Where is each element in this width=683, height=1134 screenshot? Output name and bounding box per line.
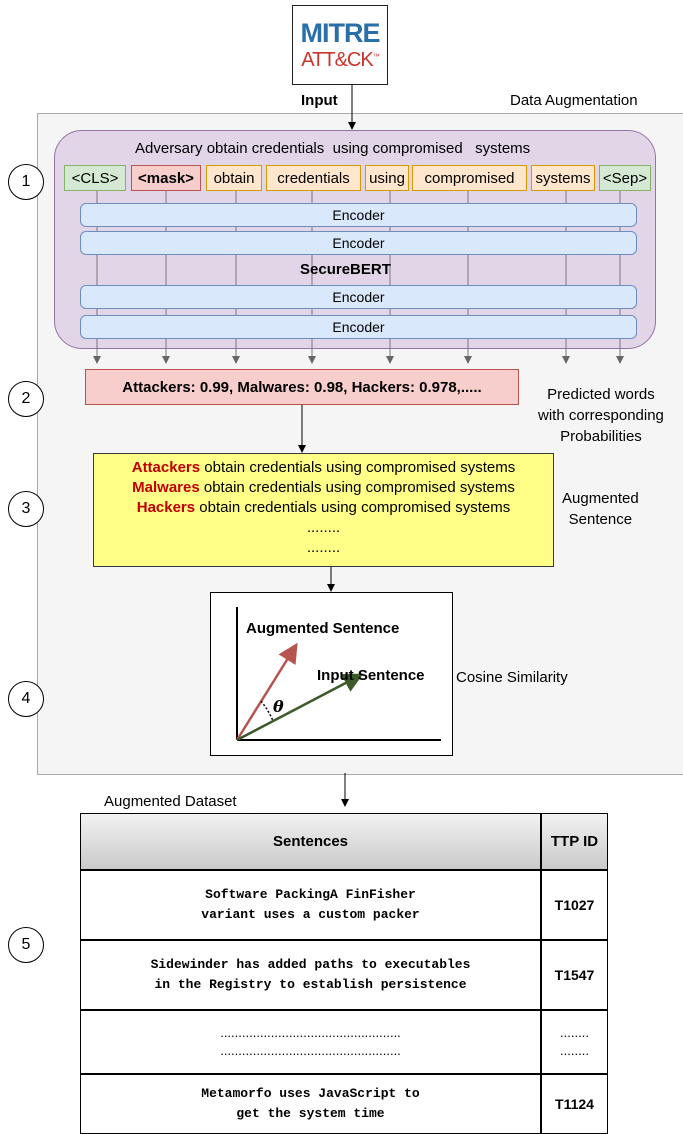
cosine-similarity-plot: Augmented Sentence Input Sentence θ (210, 592, 453, 756)
augmented-vector (235, 642, 298, 741)
cosine-similarity-label: Cosine Similarity (456, 669, 568, 686)
table-row-id: T1547 (541, 940, 608, 1010)
augmented-sentence-label: Augmented Sentence (562, 490, 639, 528)
encoder-layer-3: Encoder (80, 285, 637, 309)
input-vector (236, 673, 364, 742)
token-credentials: credentials (266, 165, 361, 191)
table-row-id: T1124 (541, 1074, 608, 1134)
encoder-layer-2: Encoder (80, 231, 637, 255)
augmented-sentence-row: Malwares obtain credentials using compro… (132, 479, 515, 496)
data-augmentation-label: Data Augmentation (510, 92, 638, 109)
encoder-layer-4: Encoder (80, 315, 637, 339)
token-obtain: obtain (206, 165, 262, 191)
table-row-sentence: Sidewinder has added paths to executable… (80, 940, 541, 1010)
augmented-dataset-label: Augmented Dataset (104, 793, 237, 810)
table-row-id: T1027 (541, 870, 608, 940)
step-3: 3 (8, 491, 44, 527)
step-2: 2 (8, 381, 44, 417)
augmented-sentence-row: Attackers obtain credentials using compr… (131, 459, 516, 476)
token-compromised: compromised (412, 165, 527, 191)
ellipsis-row: ........ (306, 539, 341, 556)
mitre-attack-logo: MITRE ATT&CK™ (292, 5, 388, 85)
model-name: SecureBERT (300, 261, 391, 278)
logo-line2: ATT&CK™ (301, 49, 379, 71)
vector-diagram (235, 607, 441, 742)
logo-line1: MITRE (300, 18, 381, 48)
predicted-words-box: Attackers: 0.99, Malwares: 0.98, Hackers… (85, 369, 519, 405)
predicted-words-label: Predicted words with corresponding Proba… (538, 386, 664, 445)
token-cls: <CLS> (64, 165, 126, 191)
token-sep: <Sep> (599, 165, 651, 191)
angle-theta: θ (273, 697, 284, 716)
table-header-ttp-id: TTP ID (541, 813, 608, 870)
input-sentence-text: Adversary obtain credentials using compr… (135, 140, 531, 157)
token-systems: systems (531, 165, 595, 191)
table-row-sentence: ........................................… (80, 1010, 541, 1074)
augmented-sentence-row: Hackers obtain credentials using comprom… (136, 499, 511, 516)
augmented-vector-label: Augmented Sentence (246, 620, 400, 637)
table-row-id: ................ (541, 1010, 608, 1074)
token-mask: <mask> (131, 165, 201, 191)
step-4: 4 (8, 681, 44, 717)
augmented-sentences-box: Attackers obtain credentials using compr… (93, 453, 554, 567)
step-5: 5 (8, 927, 44, 963)
ellipsis-row: ........ (306, 519, 341, 536)
step-1: 1 (8, 164, 44, 200)
input-vector-label: Input Sentence (317, 667, 425, 684)
table-header-sentences: Sentences (80, 813, 541, 870)
token-using: using (365, 165, 409, 191)
input-label: Input (301, 92, 338, 109)
encoder-layer-1: Encoder (80, 203, 637, 227)
